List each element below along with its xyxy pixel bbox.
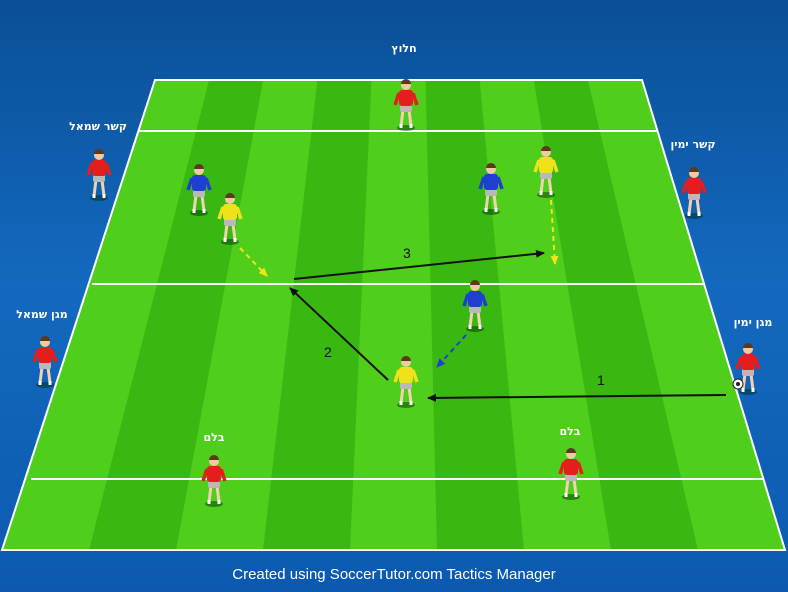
label-left-back: מגן שמאל [16,308,67,321]
pass-arrow-2 [289,287,389,381]
player-red-right-mid [681,167,707,219]
player-red-left-mid [86,149,112,201]
players-layer [32,79,761,507]
label-right-mid: קשר ימין [670,138,715,151]
player-red-cb-left [201,455,227,507]
blue-run-arrow [436,334,467,368]
player-blue-3 [462,280,488,332]
label-striker: חלוץ [391,42,416,55]
label-right-back: מגן ימין [734,316,773,329]
footer-credit: Created using SoccerTutor.com Tactics Ma… [232,566,556,583]
ball [732,378,744,390]
yellow-run-arrow-right [550,199,559,265]
player-yellow-3 [393,356,419,408]
movement-arrows [239,199,727,402]
pass-arrow-3 [293,249,545,280]
pass-arrow-1 [427,393,727,402]
pass-number-2: 2 [324,344,332,360]
player-red-striker [393,79,419,131]
label-left-mid: קשר שמאל [69,120,127,133]
player-red-left-back [32,336,58,388]
yellow-run-arrow-left [239,247,268,277]
player-yellow-1 [217,193,243,245]
player-blue-1 [186,164,212,216]
player-red-cb-right [558,448,584,500]
player-blue-2 [478,163,504,215]
pass-number-1: 1 [597,372,605,388]
pitch [0,79,787,551]
label-cb-left: בלם [203,431,224,444]
player-yellow-2 [533,146,559,198]
player-red-right-back [735,343,761,395]
label-cb-right: בלם [559,425,580,438]
pass-number-3: 3 [403,245,411,261]
